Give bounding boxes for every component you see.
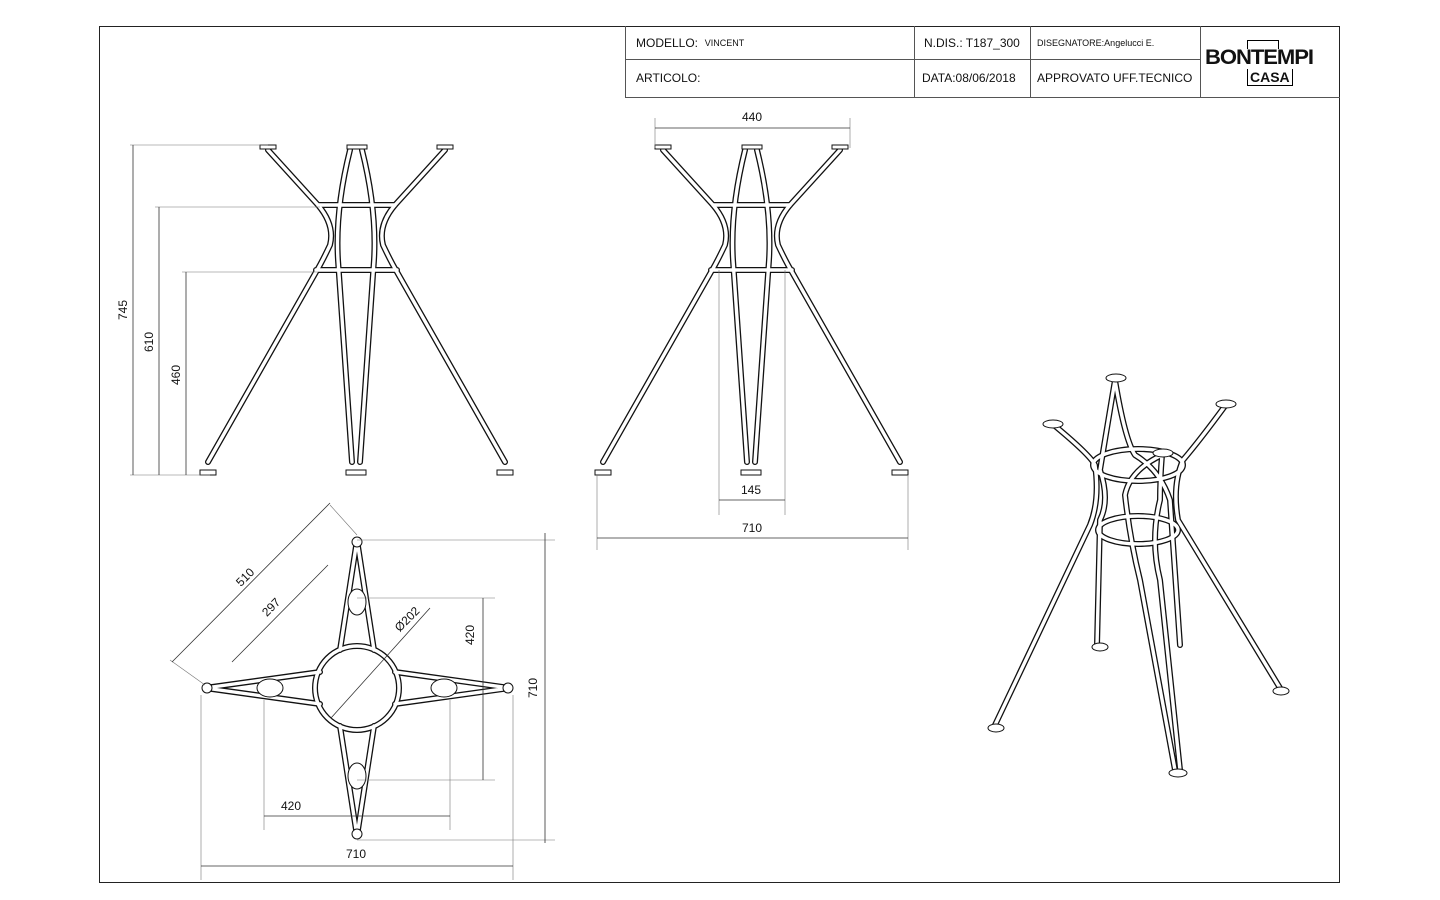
approvato: APPROVATO UFF.TECNICO [1037, 71, 1193, 85]
dim-610: 610 [142, 332, 156, 352]
dim-710-side: 710 [742, 521, 762, 535]
modello-value: VINCENT [704, 37, 745, 48]
dim-510: 510 [233, 565, 257, 589]
dim-710-vertical: 710 [526, 678, 540, 698]
dim-745: 745 [116, 300, 130, 320]
top-view: 420 710 420 710 510 297 Ø202 [169, 502, 555, 880]
side-view-dimensions: 440 145 710 [596, 110, 909, 550]
dim-145: 145 [741, 483, 761, 497]
ndis: N.DIS.: T187_300 [924, 35, 1020, 50]
dim-420-vertical: 420 [463, 625, 477, 645]
isometric-view [987, 373, 1290, 778]
articolo-label: ARTICOLO: [636, 71, 701, 85]
drawing-sheet-border [99, 26, 1340, 883]
modello-cell: MODELLO: VINCENT [626, 26, 914, 59]
front-view: 745 610 460 [116, 144, 514, 476]
modello-label: MODELLO: [636, 35, 699, 50]
dim-ring-diameter: Ø202 [392, 604, 423, 635]
logo-text: BONTEMPI [1205, 46, 1314, 69]
data: DATA:08/06/2018 [922, 71, 1016, 85]
dim-420-horizontal: 420 [281, 799, 301, 813]
title-block: MODELLO: VINCENT N.DIS.: T187_300 DISEGN… [625, 26, 1340, 98]
dim-297: 297 [259, 595, 283, 619]
side-view [594, 144, 909, 476]
logo-subtext: CASA [1247, 69, 1293, 86]
bontempi-casa-logo: BONTEMPI CASA [1205, 40, 1335, 90]
disegnatore: DISEGNATORE:Angelucci E. [1037, 37, 1155, 48]
dim-460: 460 [169, 365, 183, 385]
dim-710-horizontal: 710 [346, 847, 366, 861]
dim-440: 440 [742, 110, 762, 124]
